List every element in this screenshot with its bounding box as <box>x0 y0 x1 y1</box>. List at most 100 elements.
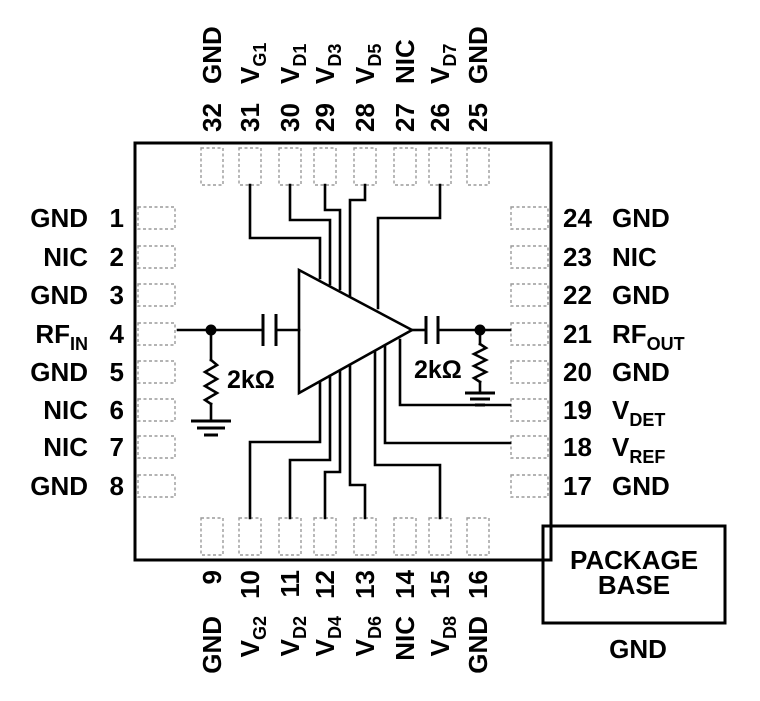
pin-pad-14 <box>393 517 417 556</box>
pin-pad-32 <box>200 147 224 186</box>
vd8-trace <box>373 350 442 520</box>
pin-number-17: 17 <box>563 471 592 501</box>
pin-number-23: 23 <box>563 242 592 272</box>
package-base-gnd-label: GND <box>609 634 667 664</box>
pin-pad-9 <box>200 517 224 556</box>
pin-pad-18 <box>510 435 549 459</box>
pin-name-6: NIC <box>43 395 88 425</box>
pin-name-31: VG1 <box>235 43 270 84</box>
pin-pad-26 <box>428 147 452 186</box>
pin-name-21: RFOUT <box>612 319 685 354</box>
pin-name-26: VD7 <box>425 44 460 84</box>
pin-name-2: NIC <box>43 242 88 272</box>
vd2-trace <box>288 374 332 520</box>
input-resistor <box>202 358 220 406</box>
pin-name-23: NIC <box>612 242 657 272</box>
pin-number-18: 18 <box>563 432 592 462</box>
pin-number-21: 21 <box>563 319 592 349</box>
pin-pad-8 <box>137 474 176 498</box>
vg1-trace <box>248 183 322 280</box>
pin-number-12: 12 <box>310 570 340 599</box>
pin-pad-29 <box>313 147 337 186</box>
pin-pads <box>137 147 549 556</box>
input-resistor-label: 2kΩ <box>227 366 275 394</box>
pin-name-13: VD6 <box>350 616 385 656</box>
pin-name-28: VD5 <box>350 44 385 84</box>
pin-pad-20 <box>510 360 549 384</box>
pin-number-29: 29 <box>310 103 340 132</box>
output-resistor-label: 2kΩ <box>414 356 462 384</box>
pin-name-25: GND <box>463 26 493 84</box>
pin-number-31: 31 <box>235 103 265 132</box>
pin-number-9: 9 <box>197 570 227 584</box>
output-resistor <box>471 342 489 384</box>
package-base-line1: PACKAGE <box>570 545 698 575</box>
vd3-trace <box>323 183 342 291</box>
vdet-trace <box>398 338 512 407</box>
pin-pad-3 <box>137 283 176 307</box>
pin-pad-10 <box>238 517 262 556</box>
pin-name-4: RFIN <box>35 319 88 354</box>
pin-pad-19 <box>510 398 549 422</box>
pin-number-24: 24 <box>563 203 592 233</box>
pin-pad-28 <box>353 147 377 186</box>
pin-pad-21 <box>510 322 549 346</box>
input-ground-symbol <box>191 419 231 437</box>
pin-pad-5 <box>137 360 176 384</box>
vd6-trace <box>348 363 367 520</box>
pin-name-30: VD1 <box>275 44 310 84</box>
pin-number-1: 1 <box>110 203 124 233</box>
pin-name-19: VDET <box>612 395 665 430</box>
pin-name-9: GND <box>197 616 227 674</box>
package-base-line2: BASE <box>598 570 670 600</box>
pin-number-10: 10 <box>235 570 265 599</box>
pin-name-14: NIC <box>390 616 420 661</box>
pin-name-10: VG2 <box>235 616 270 657</box>
pin-pad-11 <box>278 517 302 556</box>
pin-pad-16 <box>466 517 490 556</box>
vg2-trace <box>248 380 322 520</box>
pin-pad-13 <box>353 517 377 556</box>
amplifier-symbol <box>297 267 415 396</box>
pin-pad-23 <box>510 245 549 269</box>
pin-pad-1 <box>137 206 176 230</box>
pin-name-11: VD2 <box>275 616 310 656</box>
vref-trace <box>383 344 512 445</box>
pin-pad-17 <box>510 474 549 498</box>
pin-name-18: VREF <box>612 432 665 467</box>
pin-pad-22 <box>510 283 549 307</box>
package-base-box <box>541 524 727 625</box>
pin-name-5: GND <box>30 357 88 387</box>
pin-name-24: GND <box>612 203 670 233</box>
pin-number-20: 20 <box>563 357 592 387</box>
pin-name-1: GND <box>30 203 88 233</box>
pin-name-15: VD8 <box>425 616 460 656</box>
output-ground-symbol <box>465 391 495 407</box>
pin-number-25: 25 <box>463 103 493 132</box>
pin-pad-27 <box>393 147 417 186</box>
vd1-trace <box>288 183 332 286</box>
pin-number-15: 15 <box>425 570 455 599</box>
pin-number-13: 13 <box>350 570 380 599</box>
pin-name-32: GND <box>197 26 227 84</box>
internal-schematic: 2kΩ 2kΩ <box>176 183 512 520</box>
pin-name-29: VD3 <box>310 44 345 84</box>
pin-pad-24 <box>510 206 549 230</box>
pin-number-19: 19 <box>563 395 592 425</box>
pin-number-5: 5 <box>110 357 124 387</box>
pin-pad-2 <box>137 245 176 269</box>
pin-number-3: 3 <box>110 280 124 310</box>
pin-name-3: GND <box>30 280 88 310</box>
pin-name-12: VD4 <box>310 616 345 656</box>
vd4-trace <box>323 369 342 520</box>
pin-number-14: 14 <box>390 569 420 598</box>
pin-name-20: GND <box>612 357 670 387</box>
pin-pad-7 <box>137 435 176 459</box>
pin-pad-25 <box>466 147 490 186</box>
chip-body <box>133 141 553 562</box>
pin-number-30: 30 <box>275 103 305 132</box>
pin-number-7: 7 <box>110 432 124 462</box>
pin-number-28: 28 <box>350 103 380 132</box>
